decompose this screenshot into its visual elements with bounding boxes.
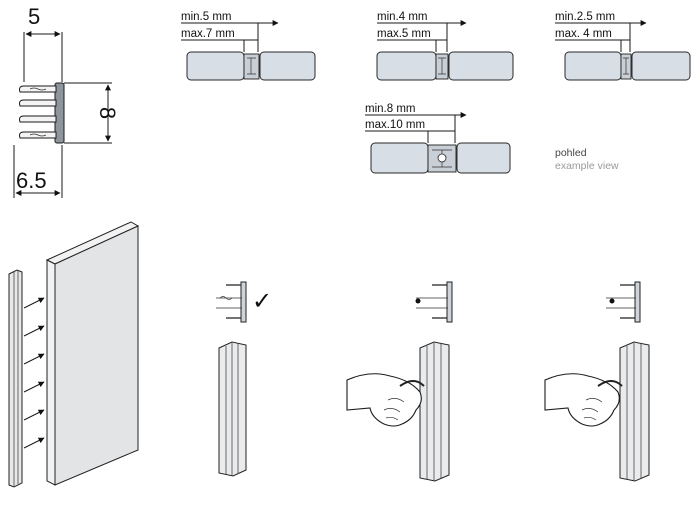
dim-top-width-label: 5	[28, 4, 40, 29]
step-3-profile	[619, 341, 650, 482]
gap-detail-2-min: min.4 mm	[377, 11, 427, 23]
check-mark-icon: ✓	[252, 288, 272, 315]
dim-height-label: 8	[95, 107, 120, 119]
gap-detail-4: min.8 mm max.10 mm	[365, 103, 511, 174]
gap-detail-1: min.5 mm max.7 mm	[181, 11, 316, 81]
profile-shape	[19, 82, 65, 144]
profile-cross-section: 5 8 6.5	[13, 4, 120, 198]
gap-detail-4-max: max.10 mm	[365, 119, 425, 131]
view-caption-en: example view	[555, 160, 619, 172]
gap-detail-1-min: min.5 mm	[181, 11, 231, 23]
dim-bottom-width-label: 6.5	[16, 168, 47, 193]
step-2-hand	[346, 373, 425, 427]
insertion-arrows	[23, 297, 45, 449]
step-1-clip	[216, 281, 247, 323]
step-1: ✓	[216, 281, 272, 477]
step-2-clip	[415, 281, 453, 323]
loose-profile-strip	[8, 269, 23, 488]
step-3-hand	[544, 373, 623, 427]
gap-detail-4-min: min.8 mm	[365, 103, 415, 115]
gap-detail-3-max: max. 4 mm	[555, 28, 612, 40]
step-2	[346, 281, 453, 482]
step-2-profile	[419, 341, 450, 482]
step-3-clip	[606, 281, 641, 323]
gap-detail-2-max: max.5 mm	[377, 28, 431, 40]
glass-panel	[45, 221, 140, 486]
view-caption-cz: pohled	[555, 147, 587, 159]
gap-detail-2: min.4 mm max.5 mm	[376, 11, 514, 81]
gap-detail-1-max: max.7 mm	[181, 28, 235, 40]
gap-detail-3: min.2.5 mm max. 4 mm	[555, 11, 691, 81]
step-1-profile	[218, 341, 247, 477]
gap-detail-3-min: min.2.5 mm	[555, 11, 615, 23]
glass-panel-assembly	[8, 221, 140, 488]
step-3	[544, 281, 650, 482]
